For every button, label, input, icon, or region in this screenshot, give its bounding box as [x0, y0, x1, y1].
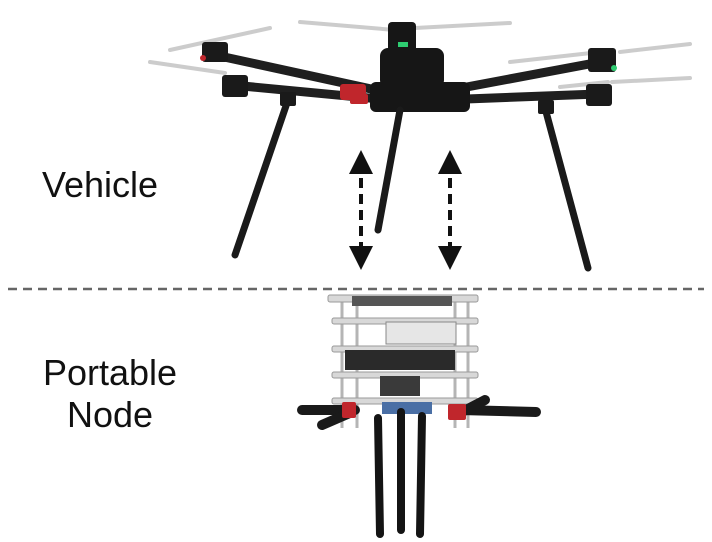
mount-clamps	[342, 402, 466, 420]
compute-unit-2	[345, 350, 455, 370]
portable-node-label-line1: Portable	[42, 352, 178, 393]
compute-unit-1	[385, 321, 457, 345]
propeller-blades	[148, 20, 692, 89]
landing-legs	[231, 96, 592, 272]
portable-node-label: Portable Node	[10, 352, 210, 436]
drone-motors	[202, 42, 616, 106]
quadcopter-drone-icon	[148, 20, 692, 272]
radio-module	[382, 402, 432, 414]
top-board	[352, 296, 452, 306]
drone-body	[370, 22, 470, 112]
arm-joints	[340, 84, 368, 104]
vehicle-label: Vehicle	[41, 164, 159, 205]
leg-brackets	[280, 92, 554, 114]
compute-unit-3	[380, 376, 420, 396]
motor-led-green	[611, 65, 617, 71]
portable-node-rack-icon	[297, 294, 541, 538]
status-led	[398, 42, 408, 47]
portable-node-label-line2: Node	[66, 394, 154, 435]
antennas	[374, 408, 426, 538]
motor-led-red	[200, 55, 206, 61]
